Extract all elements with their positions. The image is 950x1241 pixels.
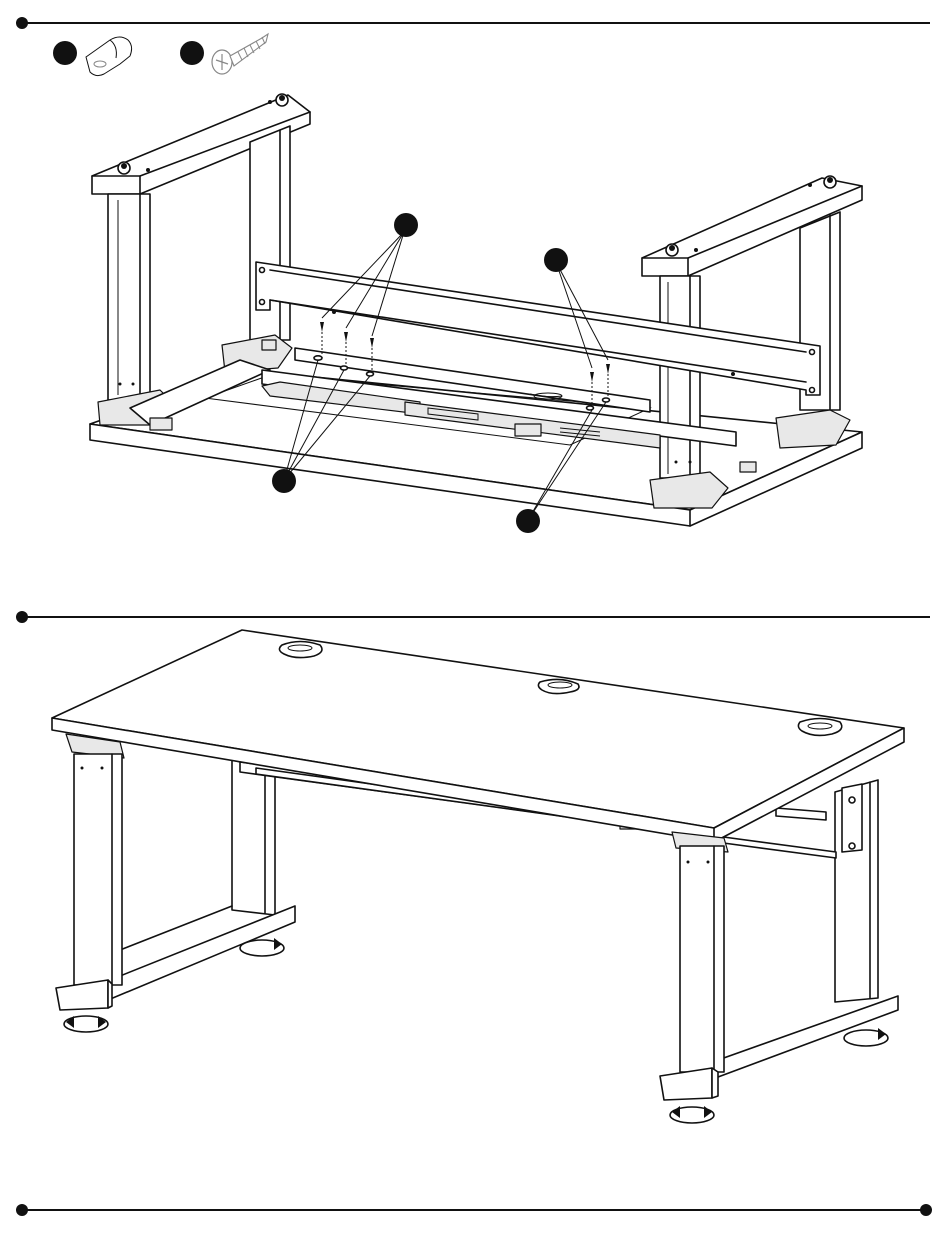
section-divider-bottom xyxy=(16,1204,932,1216)
callout-3 xyxy=(272,469,296,493)
hardware-parts-list xyxy=(53,34,268,76)
back-left-leg xyxy=(100,760,295,1000)
assembled-desk-figure xyxy=(52,630,904,1123)
frame-attachment-figure xyxy=(90,94,862,533)
grommet-center xyxy=(538,679,579,693)
section-divider-middle xyxy=(16,611,930,623)
cable-clip-icon xyxy=(86,37,132,76)
screw-icon xyxy=(212,34,268,74)
grommet-right xyxy=(798,719,841,736)
callout-4 xyxy=(516,509,540,533)
part-marker-2 xyxy=(180,41,204,65)
leveling-foot-back-right xyxy=(844,1028,888,1046)
grommet-left xyxy=(279,642,322,658)
callout-2 xyxy=(544,248,568,272)
section-divider-top xyxy=(16,17,930,29)
leveling-foot-front-left xyxy=(64,1016,108,1032)
front-right-leg xyxy=(660,832,728,1100)
callout-1 xyxy=(394,213,418,237)
front-left-leg xyxy=(56,734,124,1010)
leveling-foot-front-right xyxy=(670,1106,714,1123)
part-marker-1 xyxy=(53,41,77,65)
